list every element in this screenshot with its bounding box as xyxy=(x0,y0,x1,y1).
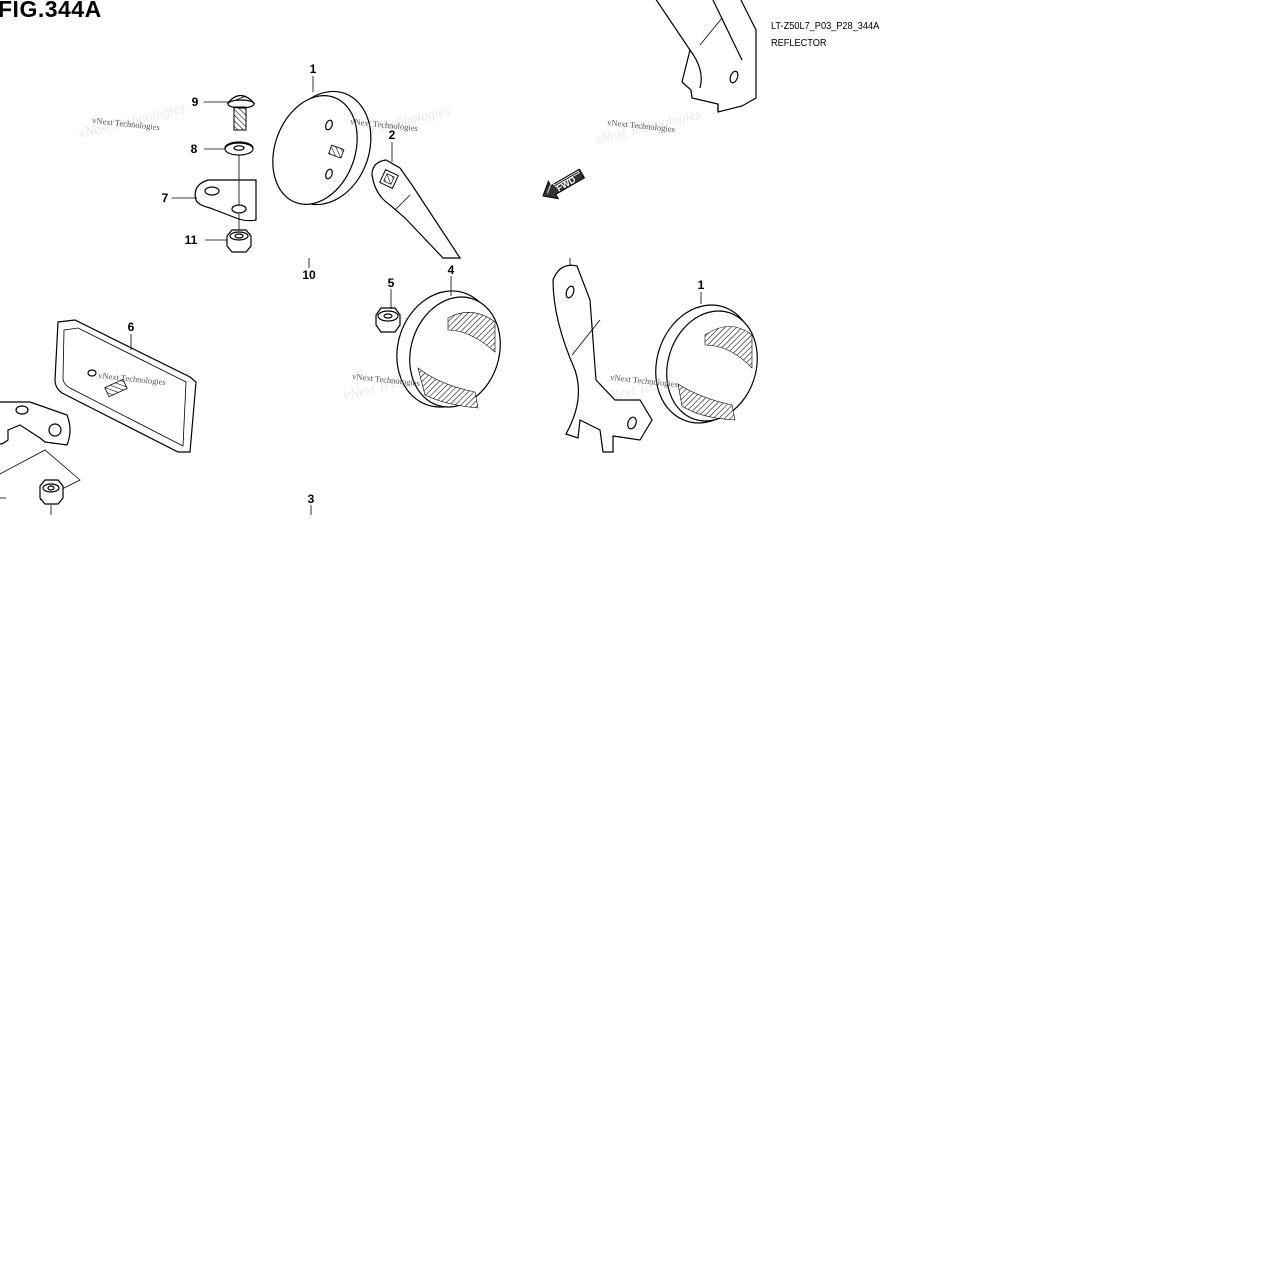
bracket-top-right xyxy=(655,0,757,113)
bracket-right xyxy=(552,258,653,453)
callout-1-right: 1 xyxy=(698,278,705,292)
callout-7: 7 xyxy=(162,191,169,205)
bracket-3 xyxy=(0,401,81,515)
reflector-4 xyxy=(396,290,501,409)
bracket-plate-7 xyxy=(194,155,257,222)
washer-8 xyxy=(224,141,254,156)
callout-8: 8 xyxy=(191,142,198,156)
callout-11: 11 xyxy=(185,233,198,247)
callout-9: 9 xyxy=(192,95,199,109)
fwd-arrow: FWD xyxy=(542,168,586,200)
nut-11 xyxy=(226,214,252,253)
callout-3: 3 xyxy=(308,492,315,506)
bracket-2 xyxy=(371,159,462,259)
figure-title: FIG.344A xyxy=(0,0,102,22)
reflector-1-rear xyxy=(272,90,372,206)
reflector-6-rect xyxy=(54,319,197,453)
callout-6: 6 xyxy=(128,320,135,334)
callout-2: 2 xyxy=(389,128,396,142)
callout-5: 5 xyxy=(388,276,395,290)
leader-lines xyxy=(130,76,702,515)
callout-1-top: 1 xyxy=(310,62,317,76)
callouts: 1 2 3 4 5 6 7 8 9 10 11 1 xyxy=(128,62,705,506)
bolt-9 xyxy=(226,94,256,131)
callout-4: 4 xyxy=(448,263,455,277)
nut-5 xyxy=(375,307,401,333)
figure-code: LT-Z50L7_P03_P28_344A xyxy=(771,21,880,32)
callout-10: 10 xyxy=(302,268,316,282)
watermark-ghost: vNext Technologies vNext Technologies vN… xyxy=(77,101,712,406)
figure-name: REFLECTOR xyxy=(771,38,827,49)
reflector-1-right xyxy=(655,304,758,424)
